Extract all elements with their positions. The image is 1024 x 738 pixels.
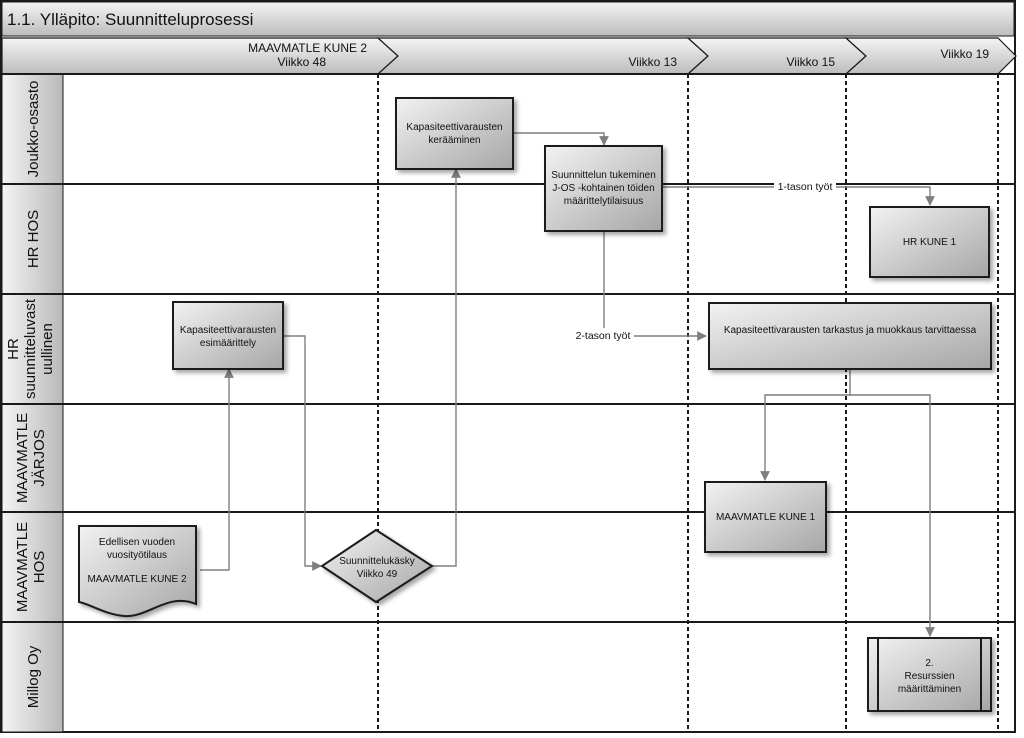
- process-box: [869, 206, 990, 278]
- phase-headers: MAAVMATLE KUNE 2 Viikko 48 Viikko 13 Vii…: [1, 37, 1017, 75]
- lane-label-hr-suunnittelu-2: suunnitteluvast: [22, 298, 39, 399]
- phase-4-week: Viikko 19: [941, 47, 990, 61]
- node-text-line: MAAVMATLE KUNE 2: [87, 574, 187, 585]
- lane-label-hr-suunnittelu-3: uullinen: [39, 323, 56, 375]
- node-text-line: kerääminen: [428, 135, 480, 146]
- phase-1-title: MAAVMATLE KUNE 2: [248, 41, 367, 55]
- edge-label-tason2: 2-tason työt: [576, 330, 631, 342]
- node-text-line: 2.: [925, 658, 933, 669]
- lane-header-millog: [1, 621, 64, 733]
- lane-label-jarjos-2: JÄRJOS: [31, 429, 48, 487]
- lane-header-maavmatle-hos: [1, 511, 64, 623]
- node-text-line: Suunnittelun tukeminen: [551, 170, 656, 181]
- node-kapasiteettivarausten-tarkastus: Kapasiteettivarausten tarkastus ja muokk…: [708, 302, 992, 370]
- phase-header-4: [844, 37, 1017, 75]
- decision-diamond: [320, 528, 434, 604]
- phase-2-week: Viikko 13: [629, 55, 678, 69]
- node-kapasiteettivarausten-keraaminen: Kapasiteettivarausten kerääminen: [395, 97, 514, 170]
- node-text-line: esimäärittely: [200, 338, 256, 349]
- node-suunnittelun-tukeminen: Suunnittelun tukeminen J-OS -kohtainen t…: [544, 145, 663, 232]
- node-text-line: J-OS -kohtainen töiden: [552, 183, 654, 194]
- diagram-title: 1.1. Ylläpito: Suunnitteluprosessi: [7, 10, 253, 29]
- node-text-line: määrittelytilaisuus: [564, 196, 643, 207]
- connector-esimaarittely-to-kasky: [284, 335, 322, 571]
- lane-label-hr-suunnittelu-1: HR: [5, 338, 22, 360]
- process-box: [544, 145, 663, 232]
- node-text-line: HR KUNE 1: [903, 237, 957, 248]
- connector-kasky-to-keraaminen: [432, 168, 461, 567]
- node-text-line: Edellisen vuoden: [99, 537, 175, 548]
- process-box: [395, 97, 514, 170]
- node-edellisen-vuoden-vuosityotilaus: Edellisen vuoden vuosityötilaus MAAVMATL…: [78, 525, 197, 618]
- lane-header-joukko: [1, 73, 64, 185]
- lane-label-hr-hos: HR HOS: [25, 210, 42, 268]
- node-text-line: Kapasiteettivarausten: [406, 122, 502, 133]
- lane-label-joukko: Joukko-osasto: [25, 81, 42, 178]
- lane-label-maav-hos-1: MAAVMATLE: [14, 522, 31, 612]
- lane-label-millog: Millog Oy: [25, 645, 42, 708]
- edge-label-bg: [572, 328, 634, 342]
- title-bar: [1, 1, 1015, 37]
- phase-3-week: Viikko 15: [787, 55, 836, 69]
- node-maavmatle-kune-1: MAAVMATLE KUNE 1: [704, 481, 827, 553]
- lane-label-maav-hos-2: HOS: [31, 551, 48, 584]
- lane-label-jarjos-1: MAAVMATLE: [14, 413, 31, 503]
- document-shape: [78, 525, 197, 618]
- node-hr-kune-1: HR KUNE 1: [869, 206, 990, 278]
- phase-header-3: [686, 37, 867, 75]
- node-text-line: Suunnittelukäsky: [339, 556, 415, 567]
- phase-separators: [377, 74, 999, 732]
- lane-header-maavmatle-jarjos: [1, 403, 64, 513]
- lane-header-hr-suunnittelu: [1, 293, 64, 405]
- process-box: [172, 301, 284, 370]
- process-box: [704, 481, 827, 553]
- node-text-line: Kapasiteettivarausten: [180, 325, 276, 336]
- node-kapasiteettivarausten-esimaarittely: Kapasiteettivarausten esimäärittely: [172, 301, 284, 370]
- connector-tukeminen-to-hr-kune: [662, 186, 935, 206]
- process-box: [708, 302, 992, 370]
- phase-1-week: Viikko 48: [278, 55, 327, 69]
- subprocess-box: [867, 637, 992, 712]
- connector-keraaminen-to-tukeminen: [514, 132, 609, 146]
- lane-headers: Joukko-osasto HR HOS HR suunnitteluvast …: [1, 73, 64, 733]
- node-text-line: Viikko 49: [357, 569, 398, 580]
- node-text-line: Resurssien: [904, 671, 954, 682]
- node-text-line: määrittäminen: [898, 684, 961, 695]
- lane-header-hr-hos: [1, 183, 64, 295]
- connector-tarkastus-to-maavmatle-kune1: [760, 369, 851, 481]
- connector-tarkastus-to-resurssien: [850, 394, 935, 637]
- node-text-line: MAAVMATLE KUNE 1: [716, 512, 816, 523]
- node-text-line: Kapasiteettivarausten tarkastus ja muokk…: [724, 325, 977, 336]
- edge-label-tason1: 1-tason työt: [778, 181, 833, 193]
- edge-label-bg: [774, 179, 836, 193]
- node-suunnittelukasky: Suunnittelukäsky Viikko 49: [320, 528, 434, 604]
- node-resurssien-maarittaminen: 2. Resurssien määrittäminen: [867, 637, 992, 712]
- connector-edellinen-to-esimaarittely: [200, 368, 234, 571]
- connectors: [200, 132, 935, 637]
- node-text-line: vuosityötilaus: [107, 550, 167, 561]
